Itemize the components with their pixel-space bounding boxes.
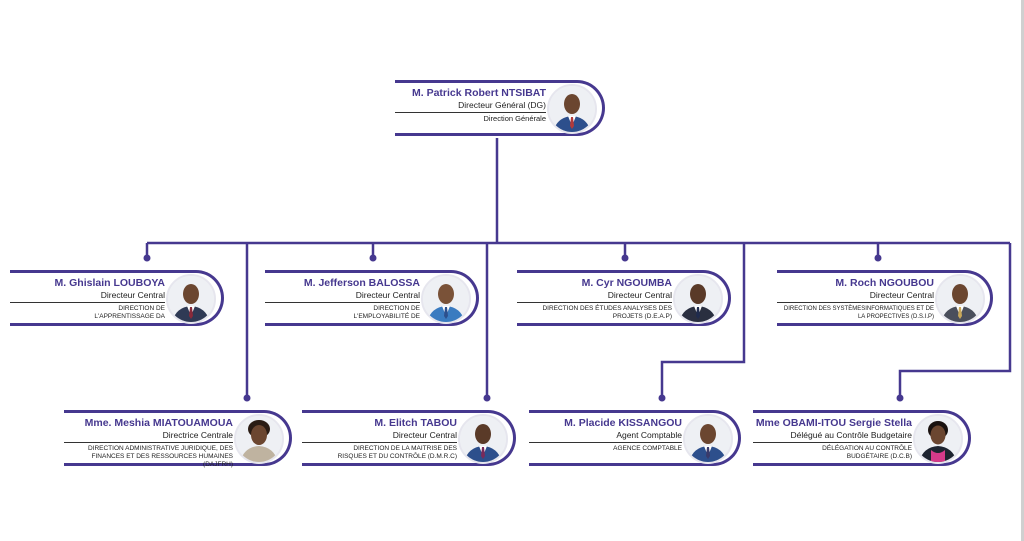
card-director-ngoumba: M. Cyr NGOUMBA Directeur Central DIRECTI… [517,270,731,326]
person-department: DIRECTION DE L'APPRENTISSAGE DA [94,305,165,320]
connector-dot-louboya [143,254,151,262]
person-role: Directrice Centrale [64,430,233,443]
connector-dot-kissangou [658,394,666,402]
person-role: Directeur Central [265,290,420,303]
person-role: Directeur Central [10,290,165,303]
person-department: DIRECTION DE L'EMPLOYABILITÉ DE [353,305,420,320]
portrait-photo [234,414,284,464]
person-name: M. Roch NGOUBOU [835,277,934,289]
person-role: Directeur Général (DG) [395,100,546,113]
portrait-photo [166,274,216,324]
card-director-tabou: M. Elitch TABOU Directeur Central DIRECT… [302,410,516,466]
portrait-photo [458,414,508,464]
card-delegate-obami-itou: Mme OBAMI-ITOU Sergie Stella Délégué au … [753,410,971,466]
person-role: Directeur Central [777,290,934,303]
card-director-balossa: M. Jefferson BALOSSA Directeur Central D… [265,270,479,326]
person-name: M. Patrick Robert NTSIBAT [412,87,546,99]
person-department: DÉLÉGATION AU CONTRÔLE BUDGÉTAIRE (D.C.B… [822,445,912,460]
person-department: AGENCE COMPTABLE [613,445,682,452]
person-role: Directeur Central [302,430,457,443]
person-department: DIRECTION DES SYSTÈMESINFORMATIQUES ET D… [783,306,934,320]
connector-dot-tabou [483,394,491,402]
portrait-photo [683,414,733,464]
card-director-general: M. Patrick Robert NTSIBAT Directeur Géné… [395,80,605,136]
portrait-photo [913,414,963,464]
connector-dot-balossa [369,254,377,262]
card-director-ngoubou: M. Roch NGOUBOU Directeur Central DIRECT… [777,270,993,326]
connector-dot-ngoubou [874,254,882,262]
person-department: DIRECTION ADMINISTRATIVE JURIDIQUE, DES … [87,445,233,468]
person-name: M. Jefferson BALOSSA [303,277,420,289]
person-role: Délégué au Contrôle Budgetaire [753,430,912,443]
person-name: Mme OBAMI-ITOU Sergie Stella [755,417,912,429]
person-name: Mme. Meshia MIATOUAMOUA [84,417,233,429]
portrait-photo [673,274,723,324]
connector-dot-ngoumba [621,254,629,262]
person-department: DIRECTION DE LA MAITRISE DES RISQUES ET … [337,445,457,460]
card-agent-kissangou: M. Placide KISSANGOU Agent Comptable AGE… [529,410,741,466]
person-department: Direction Générale [483,114,546,123]
person-role: Agent Comptable [529,430,682,443]
card-director-louboya: M. Ghislain LOUBOYA Directeur Central DI… [10,270,224,326]
person-role: Directeur Central [517,290,672,303]
person-department: DIRECTION DES ÉTUDES ANALYSES DES PROJET… [542,305,672,320]
connector-obami-itou [898,243,1012,398]
connector-dot-obami-itou [896,394,904,402]
portrait-photo [935,274,985,324]
card-director-miatouamoua: Mme. Meshia MIATOUAMOUA Directrice Centr… [64,410,292,468]
page-edge [1021,0,1024,541]
person-name: M. Placide KISSANGOU [564,417,682,429]
connector-kissangou [660,243,746,398]
person-name: M. Elitch TABOU [374,417,457,429]
connector-dot-miatouamoua [243,394,251,402]
person-name: M. Ghislain LOUBOYA [54,277,165,289]
portrait-photo [547,84,597,134]
person-name: M. Cyr NGOUMBA [581,277,672,289]
portrait-photo [421,274,471,324]
